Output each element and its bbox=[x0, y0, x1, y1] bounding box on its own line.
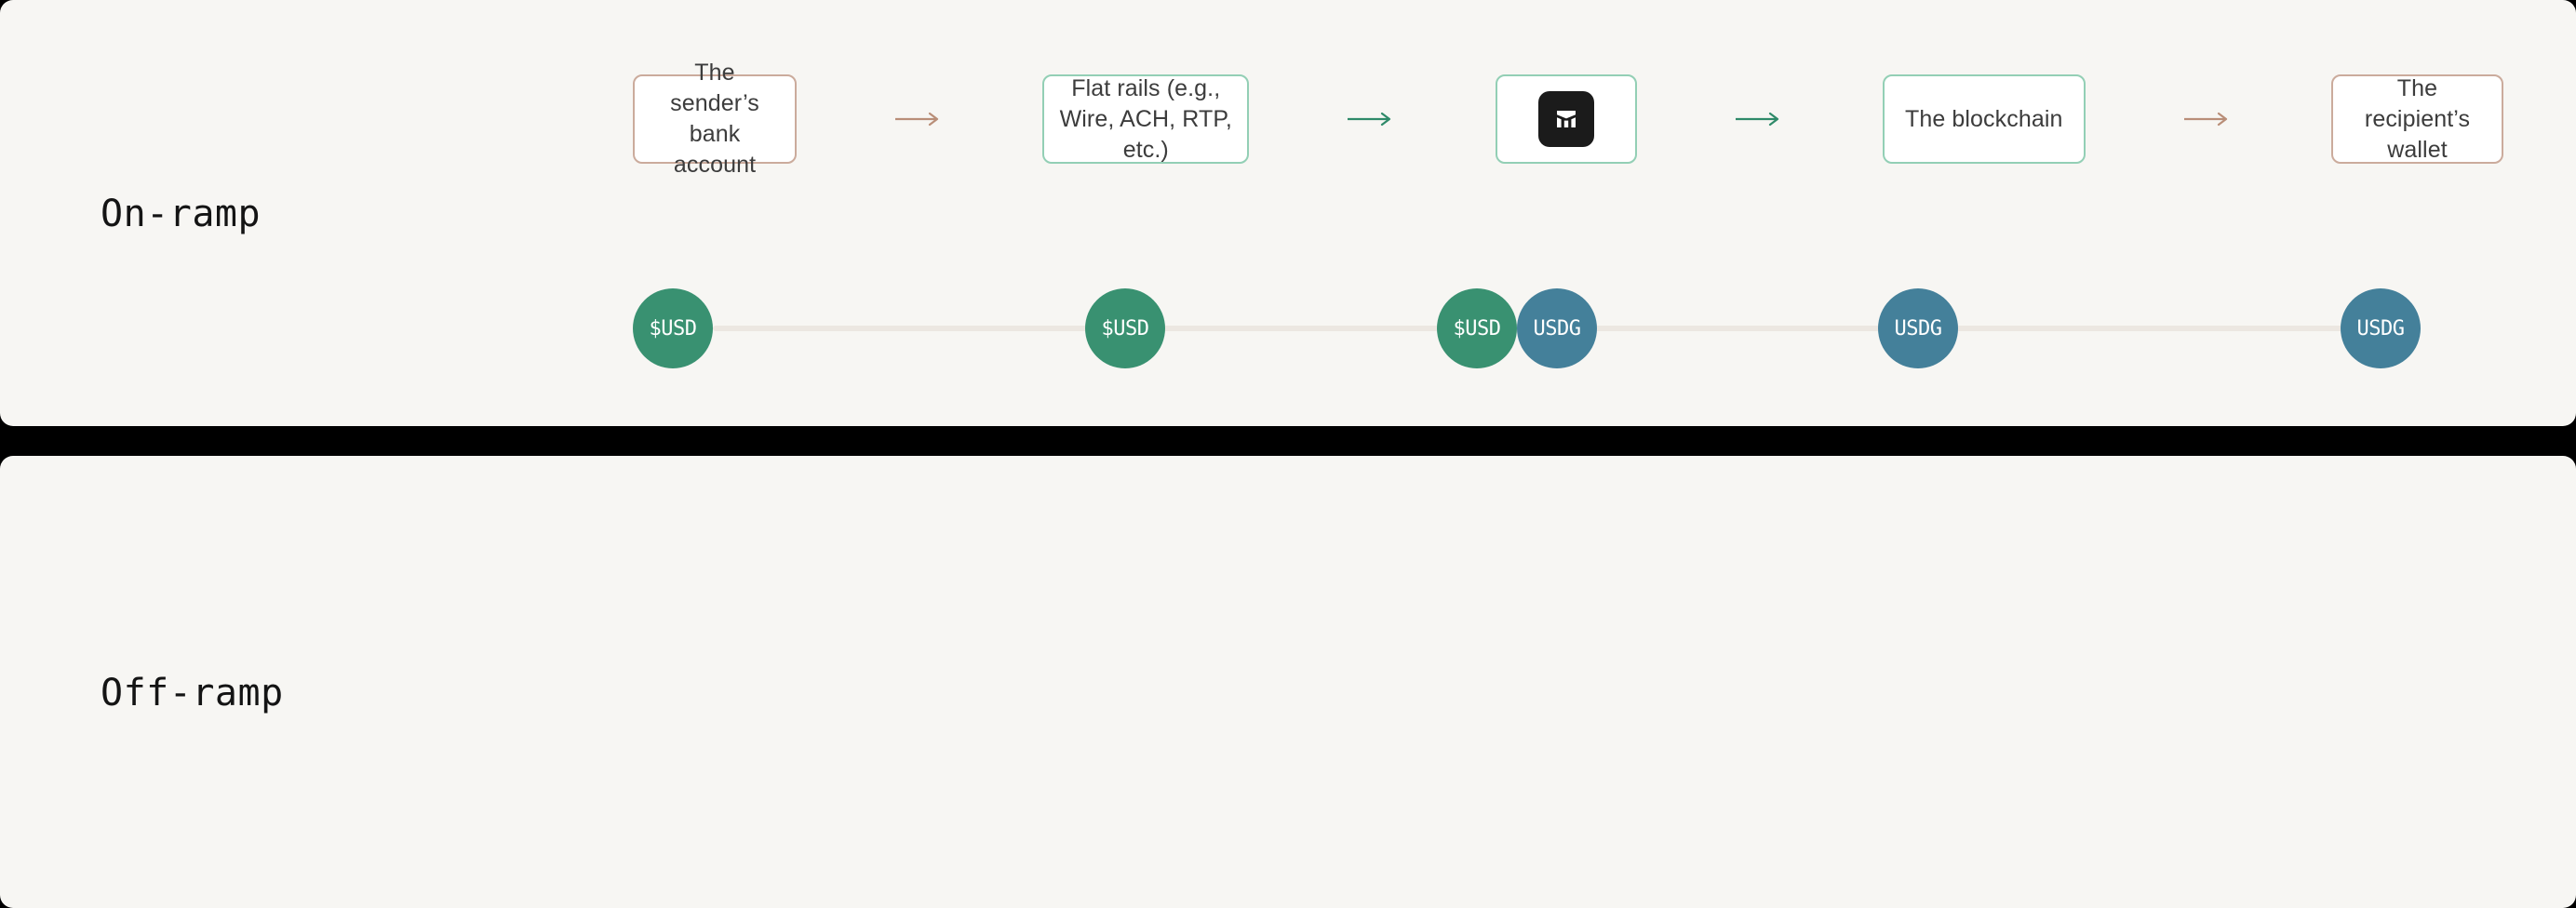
flow-node[interactable]: The sender’s bank account bbox=[633, 60, 797, 178]
flow-arrow-tan bbox=[797, 110, 1042, 128]
flow-node[interactable] bbox=[1495, 74, 1637, 164]
offramp-panel: Off-ramp The recipient’s walletThe block… bbox=[0, 456, 2576, 908]
token-badge: $USD bbox=[1437, 288, 1517, 368]
onramp-token-track: $USD $USD $USD USDG USDG USDG bbox=[633, 288, 2503, 368]
flow-node-label: The sender’s bank account bbox=[670, 60, 759, 178]
flow-node[interactable]: The recipient’s wallet bbox=[2331, 74, 2503, 164]
flow-node[interactable]: The blockchain bbox=[1882, 74, 2086, 164]
token-label: USDG bbox=[1533, 316, 1581, 340]
flow-node-label: The blockchain bbox=[1904, 105, 2063, 132]
flow-node[interactable]: Flat rails (e.g., Wire, ACH, RTP, etc.) bbox=[1042, 74, 1250, 164]
token-label: $USD bbox=[1101, 316, 1149, 340]
token-label: USDG bbox=[1894, 316, 1942, 340]
token-badge: $USD bbox=[1085, 288, 1165, 368]
token-label: $USD bbox=[649, 316, 697, 340]
flow-arrow-green bbox=[1249, 110, 1495, 128]
flow-node-label: The recipient’s wallet bbox=[2364, 74, 2471, 163]
token-label: $USD bbox=[1453, 316, 1501, 340]
token-badge: USDG bbox=[2341, 288, 2421, 368]
onramp-title: On-ramp bbox=[101, 193, 262, 235]
offramp-title: Off-ramp bbox=[101, 672, 284, 714]
brand-logo-icon bbox=[1537, 91, 1594, 147]
token-label: USDG bbox=[2356, 316, 2405, 340]
token-badge: USDG bbox=[1517, 288, 1597, 368]
flow-arrow-tan bbox=[2086, 110, 2331, 128]
flow-arrow-green bbox=[1637, 110, 1883, 128]
flow-node-label: Flat rails (e.g., Wire, ACH, RTP, etc.) bbox=[1059, 74, 1232, 163]
onramp-flow: The sender’s bank account Flat rails (e.g… bbox=[633, 60, 2503, 178]
token-badge: $USD bbox=[633, 288, 713, 368]
token-badge: USDG bbox=[1878, 288, 1958, 368]
onramp-panel: On-ramp The sender’s bank account Flat ra… bbox=[0, 0, 2576, 426]
